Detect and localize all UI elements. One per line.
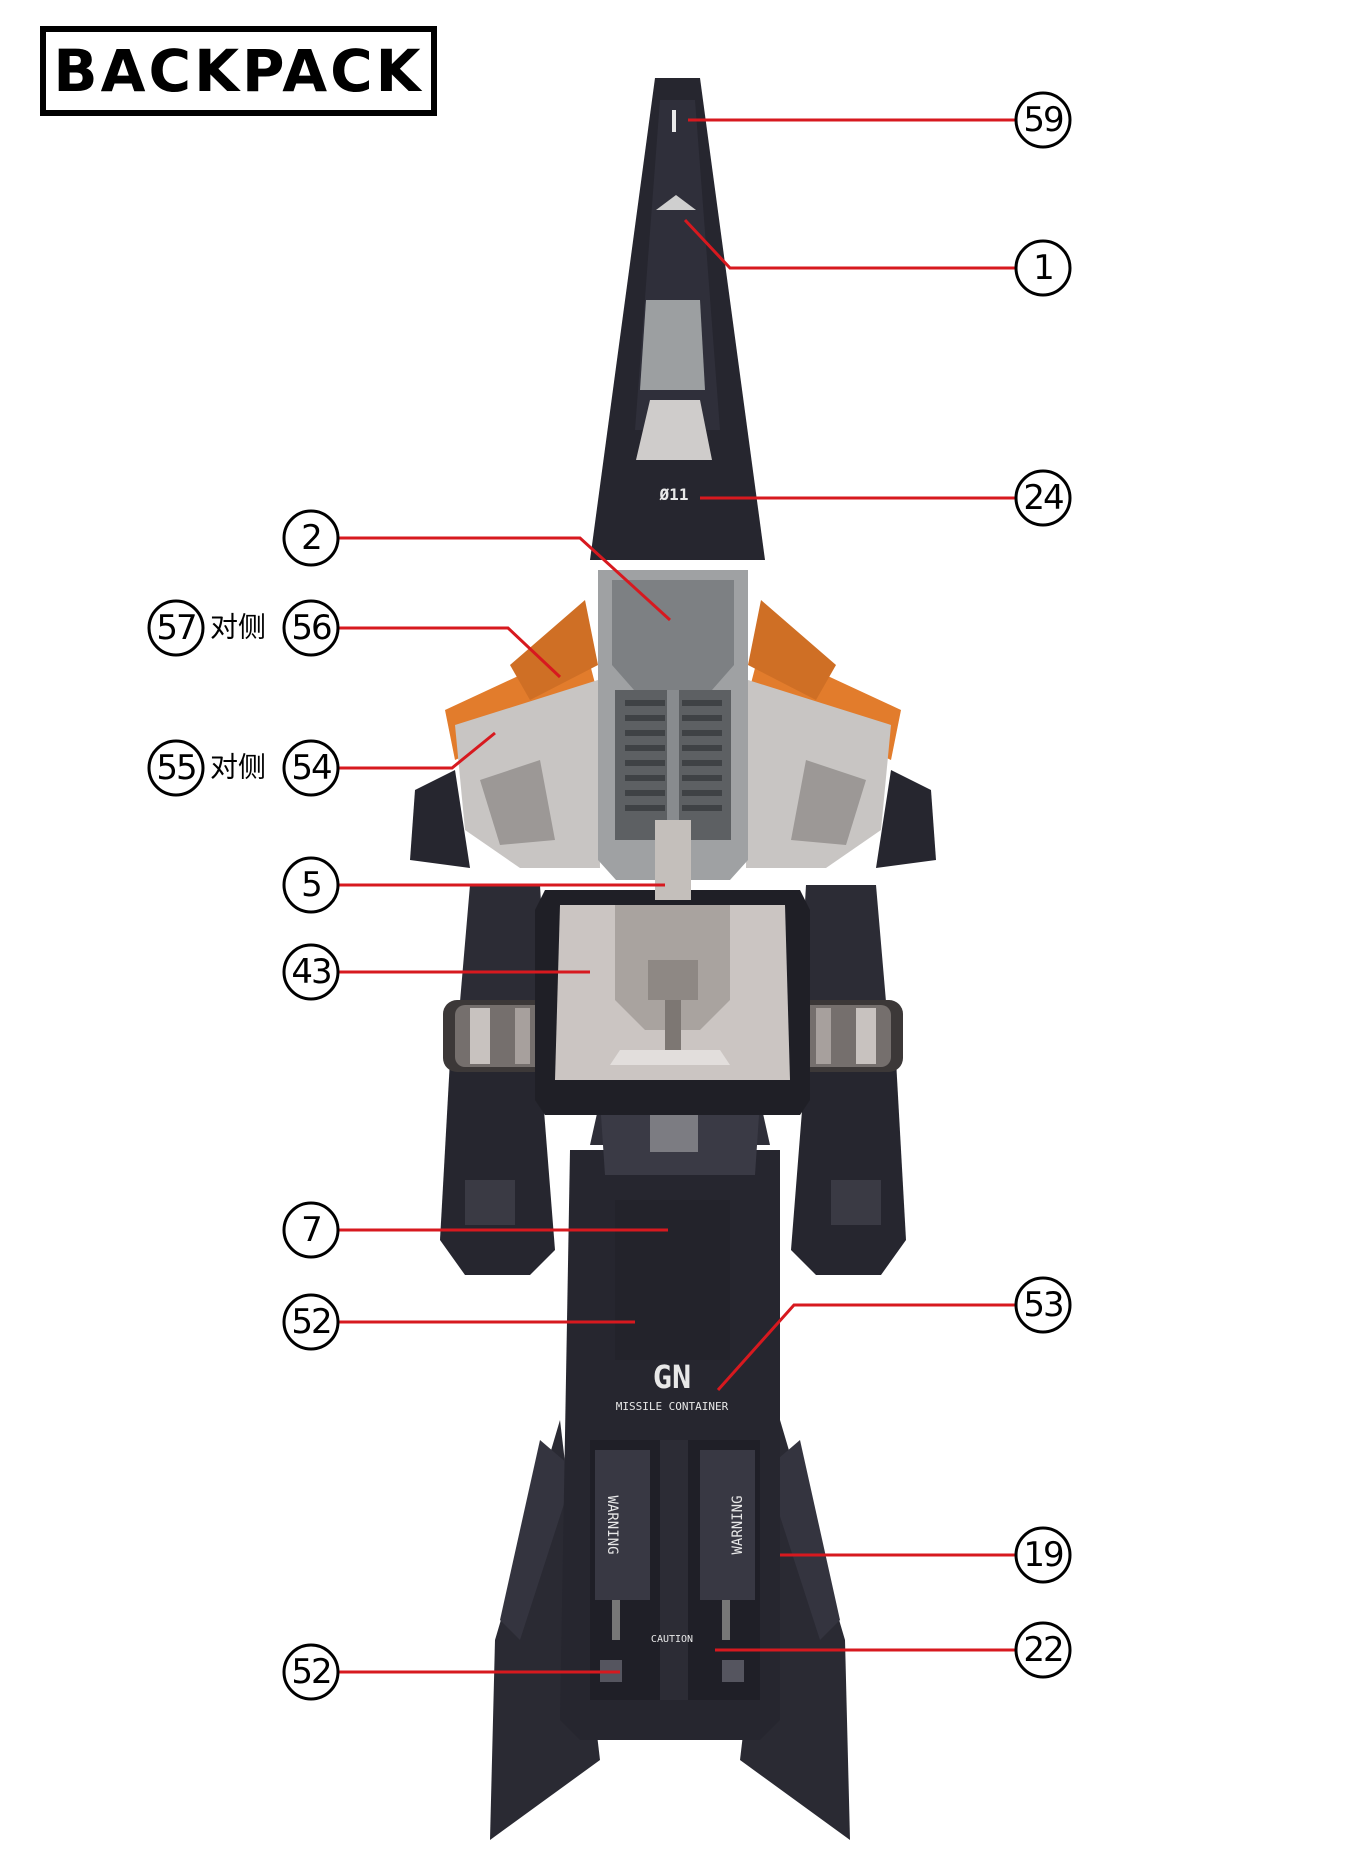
backpack-model: GN MISSILE CONTAINER WARNING WARNING CAU… — [410, 78, 936, 1840]
svg-text:52: 52 — [291, 1302, 330, 1342]
svg-text:52: 52 — [291, 1652, 330, 1692]
callout-22: 22 — [1014, 1621, 1072, 1679]
opposite-side-note-56: 对侧 — [210, 611, 266, 644]
tail-fin-assembly — [490, 1420, 850, 1840]
svg-text:59: 59 — [1023, 100, 1063, 140]
leader-line-53 — [716, 1303, 1015, 1391]
callout-57: 57 — [147, 599, 205, 657]
svg-text:56: 56 — [291, 608, 331, 648]
decal-unit-number: Ø11 — [659, 485, 689, 504]
svg-text:7: 7 — [301, 1210, 321, 1250]
callout-19: 19 — [1014, 1526, 1072, 1584]
callout-55: 55 — [147, 739, 205, 797]
callout-52-upper: 52 — [282, 1293, 340, 1351]
callout-59: 59 — [1014, 91, 1072, 149]
svg-text:1: 1 — [1033, 248, 1053, 288]
svg-text:54: 54 — [291, 748, 331, 788]
leader-line-54 — [338, 731, 496, 770]
wing-right — [746, 600, 936, 868]
wing-left — [410, 600, 600, 868]
decal-warning-right: WARNING — [730, 1495, 746, 1554]
opposite-side-note-54: 对侧 — [210, 751, 266, 784]
svg-text:5: 5 — [301, 865, 321, 905]
decal-warning-left: WARNING — [604, 1495, 620, 1554]
decal-missile-container: MISSILE CONTAINER — [616, 1400, 729, 1413]
callout-24: 24 — [1014, 469, 1072, 527]
svg-text:57: 57 — [156, 608, 195, 648]
svg-text:53: 53 — [1023, 1285, 1062, 1325]
svg-text:22: 22 — [1023, 1630, 1062, 1670]
callout-2: 2 — [282, 509, 340, 567]
svg-text:19: 19 — [1023, 1535, 1063, 1575]
missile-container: GN MISSILE CONTAINER WARNING WARNING CAU… — [560, 1100, 780, 1740]
middle-body — [535, 890, 810, 1115]
callout-53: 53 — [1014, 1276, 1072, 1334]
connector-block — [650, 1112, 698, 1152]
callouts: 59 1 24 2 56 57 对侧 54 55 — [147, 91, 1072, 1701]
svg-text:55: 55 — [156, 748, 195, 788]
decal-gn: GN — [653, 1358, 692, 1396]
svg-text:43: 43 — [291, 952, 330, 992]
decal-caution: CAUTION — [651, 1634, 693, 1645]
callout-52-lower: 52 — [282, 1643, 340, 1701]
page-title: BACKPACK — [53, 37, 424, 105]
leader-lines — [338, 118, 1015, 1674]
leader-line-2 — [338, 536, 672, 622]
title-box: BACKPACK — [40, 26, 437, 116]
core-vent-ribs — [625, 700, 722, 811]
callout-54: 54 — [282, 739, 340, 797]
leader-line-56 — [338, 626, 562, 679]
callout-56: 56 — [282, 599, 340, 657]
callout-5: 5 — [282, 856, 340, 914]
leader-line-1 — [683, 218, 1015, 270]
svg-text:24: 24 — [1023, 478, 1063, 518]
callout-43: 43 — [282, 943, 340, 1001]
svg-text:2: 2 — [301, 518, 321, 558]
callout-1: 1 — [1014, 239, 1072, 297]
callout-7: 7 — [282, 1201, 340, 1259]
top-spike: Ø11 — [590, 78, 765, 560]
central-core — [598, 570, 748, 900]
